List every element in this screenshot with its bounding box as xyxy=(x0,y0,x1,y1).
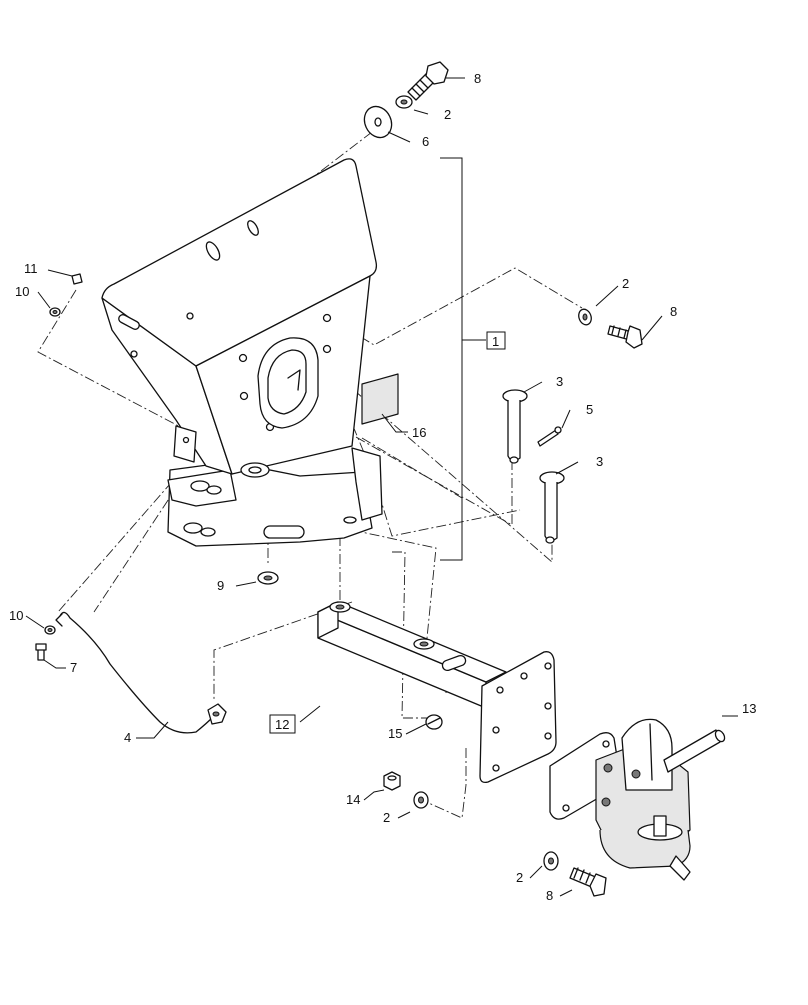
decal-16 xyxy=(361,373,399,425)
callout-8-bottom: 8 xyxy=(546,888,553,903)
callout-2-mid: 2 xyxy=(383,810,390,825)
callout-6: 6 xyxy=(422,134,429,149)
support-weldment xyxy=(101,158,383,547)
washer-2-top xyxy=(395,95,413,109)
pintle-hitch xyxy=(549,718,726,881)
hardware-parts xyxy=(35,61,643,897)
callout-3-a: 3 xyxy=(556,374,563,389)
leader-lines xyxy=(25,77,738,897)
pin-3-top xyxy=(502,389,528,464)
bolt-8-bottom xyxy=(569,867,607,897)
washer-2-right xyxy=(578,308,592,326)
pin-3-bottom xyxy=(539,471,565,544)
washer-2-mid xyxy=(413,791,429,809)
callout-labels: 8 2 6 11 10 1 2 8 3 5 16 3 9 10 7 12 4 1… xyxy=(9,71,756,903)
washer-10-top xyxy=(49,307,61,317)
callout-14: 14 xyxy=(346,792,360,807)
callout-16: 16 xyxy=(412,425,426,440)
callout-15: 15 xyxy=(388,726,402,741)
callout-11: 11 xyxy=(24,261,38,276)
washer-10-bottom xyxy=(44,625,56,635)
lanyard-cable-4 xyxy=(55,611,227,734)
callout-2-bottom: 2 xyxy=(516,870,523,885)
callout-12: 12 xyxy=(275,717,289,732)
nut-14 xyxy=(383,771,401,791)
callout-12-box xyxy=(269,714,296,734)
bolt-8-top xyxy=(407,61,449,101)
callout-9: 9 xyxy=(217,578,224,593)
washer-9 xyxy=(257,571,279,585)
callout-1-box xyxy=(486,331,506,350)
callout-13: 13 xyxy=(742,701,756,716)
callout-8-top: 8 xyxy=(474,71,481,86)
bolt-8-right xyxy=(607,325,643,349)
callout-2-top: 2 xyxy=(444,107,451,122)
plug-15 xyxy=(425,714,443,730)
callout-8-right: 8 xyxy=(670,304,677,319)
bolt-11 xyxy=(71,273,83,285)
screw-7 xyxy=(35,643,47,661)
washer-6 xyxy=(363,105,393,139)
callout-4: 4 xyxy=(124,730,131,745)
callout-5: 5 xyxy=(586,402,593,417)
drawbar-tube xyxy=(317,601,557,784)
washer-2-bottom xyxy=(543,851,559,871)
callout-2-right: 2 xyxy=(622,276,629,291)
item-1-bracket xyxy=(440,157,486,561)
callout-3-b: 3 xyxy=(596,454,603,469)
callout-10-bottom: 10 xyxy=(9,608,23,623)
callout-7: 7 xyxy=(70,660,77,675)
pin-5 xyxy=(537,426,562,447)
callout-1: 1 xyxy=(492,334,499,349)
callout-10-top: 10 xyxy=(15,284,29,299)
